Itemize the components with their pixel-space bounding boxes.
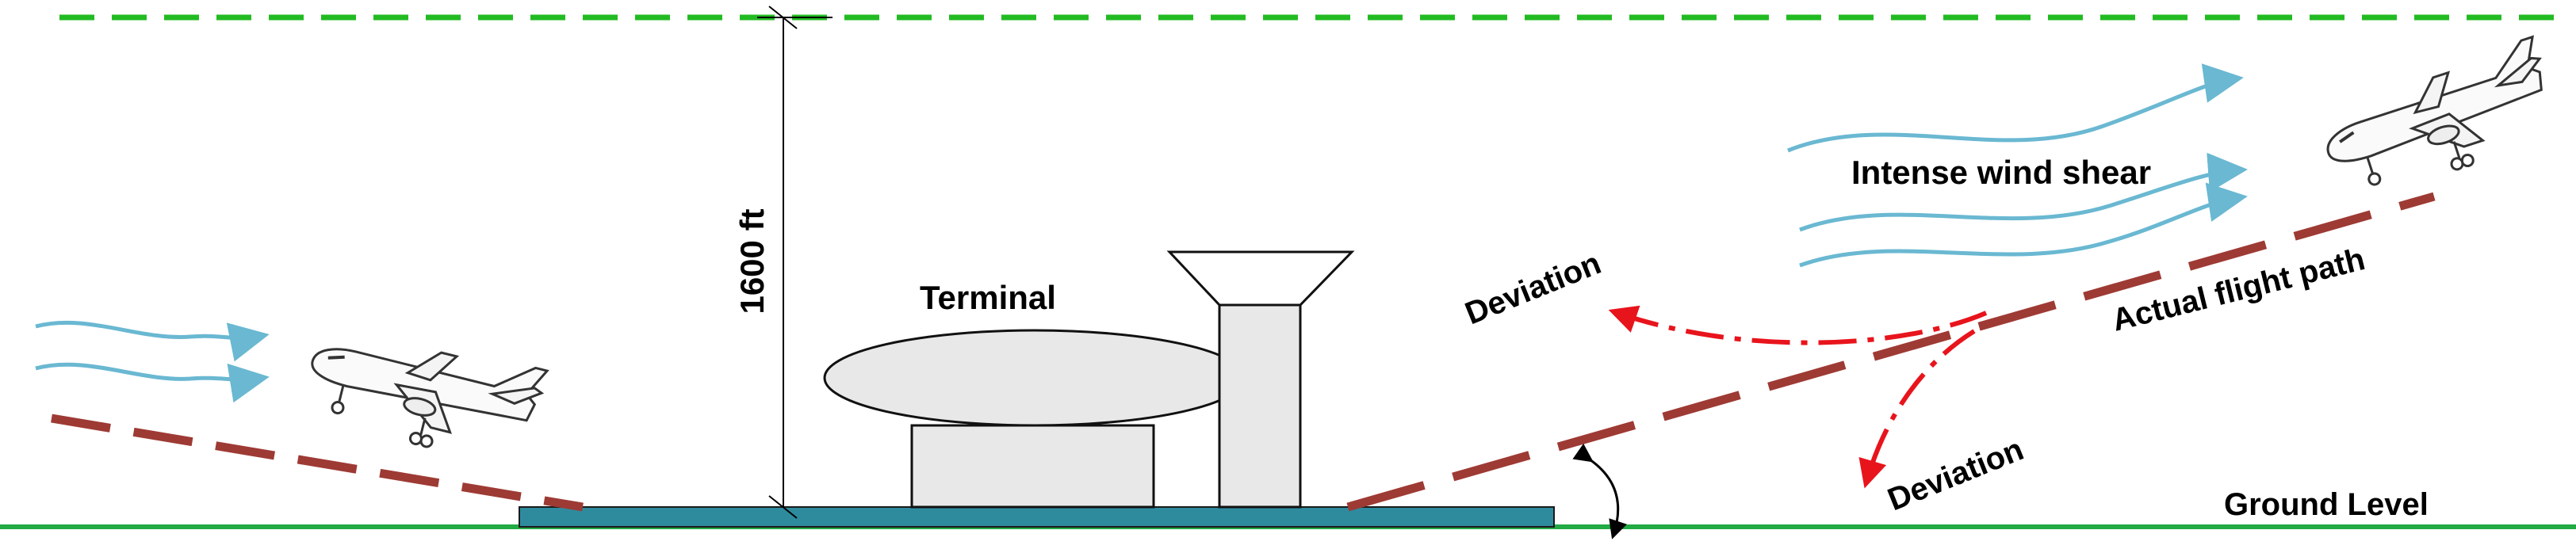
glide-angle-arc [1572,443,1628,539]
wind-shear-label: Intense wind shear [1851,154,2151,191]
ground-level-label: Ground Level [2224,487,2429,522]
left-wind-arrows [35,320,270,403]
aircraft-icon-right [2326,35,2543,186]
aircraft-icon-left [311,348,549,448]
approach-path [51,414,584,512]
runway [519,506,1555,528]
height-dimension [757,6,833,519]
deviation-label-lower: Deviation [1883,432,2028,517]
terminal-label: Terminal [920,279,1056,316]
actual-flight-path [1346,192,2436,512]
control-tower [1166,250,1355,509]
height-label: 1600 ft [733,208,771,314]
deviation-label-upper: Deviation [1460,246,1606,331]
deviation-arrow-upper [1608,305,1988,345]
deviation-arrow-lower [1858,329,1976,489]
terminal-building [823,329,1246,509]
wind-shear-arrows [1787,63,2248,268]
